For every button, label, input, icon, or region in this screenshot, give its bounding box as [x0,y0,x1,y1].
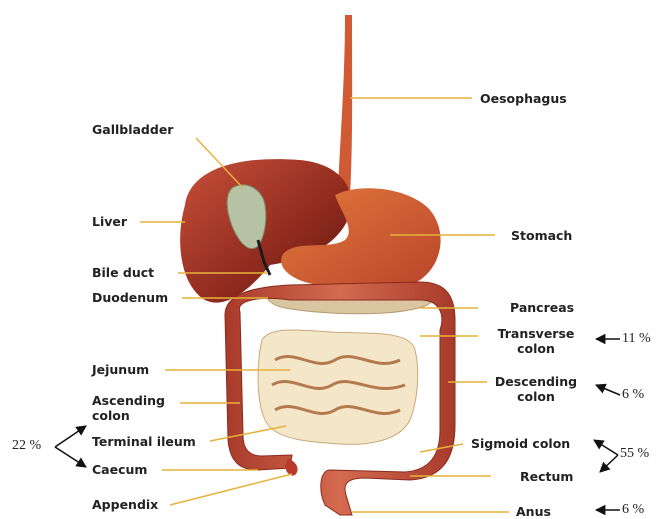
oesophagus-shape [338,15,352,196]
label-duodenum: Duodenum [92,290,168,305]
label-terminal-ileum: Terminal ileum [92,434,196,449]
label-descending-colon-line1: Descending [486,374,586,389]
label-rectum: Rectum [520,469,573,484]
label-sigmoid-colon: Sigmoid colon [471,436,570,451]
label-stomach: Stomach [511,228,572,243]
label-descending-colon: Descending colon [486,374,586,404]
label-oesophagus: Oesophagus [480,91,567,106]
label-ascending-colon: Ascending colon [92,393,165,423]
pct-anus: 6 % [622,502,644,518]
label-liver: Liver [92,214,127,229]
label-jejunum: Jejunum [92,362,149,377]
pct-descending: 6 % [622,387,644,403]
label-appendix: Appendix [92,497,158,512]
label-bile-duct: Bile duct [92,265,154,280]
label-transverse-colon-line2: colon [486,341,586,356]
label-transverse-colon: Transverse colon [486,326,586,356]
label-anus: Anus [516,504,551,519]
label-descending-colon-line2: colon [486,389,586,404]
label-gallbladder: Gallbladder [92,122,173,137]
label-pancreas: Pancreas [510,300,574,315]
label-transverse-colon-line1: Transverse [486,326,586,341]
label-ascending-colon-line2: colon [92,408,165,423]
pct-sigmoid-rectum: 55 % [620,446,649,462]
pct-caecum-ileum: 22 % [12,438,41,454]
label-caecum: Caecum [92,462,147,477]
label-ascending-colon-line1: Ascending [92,393,165,408]
pct-transverse: 11 % [622,331,651,347]
